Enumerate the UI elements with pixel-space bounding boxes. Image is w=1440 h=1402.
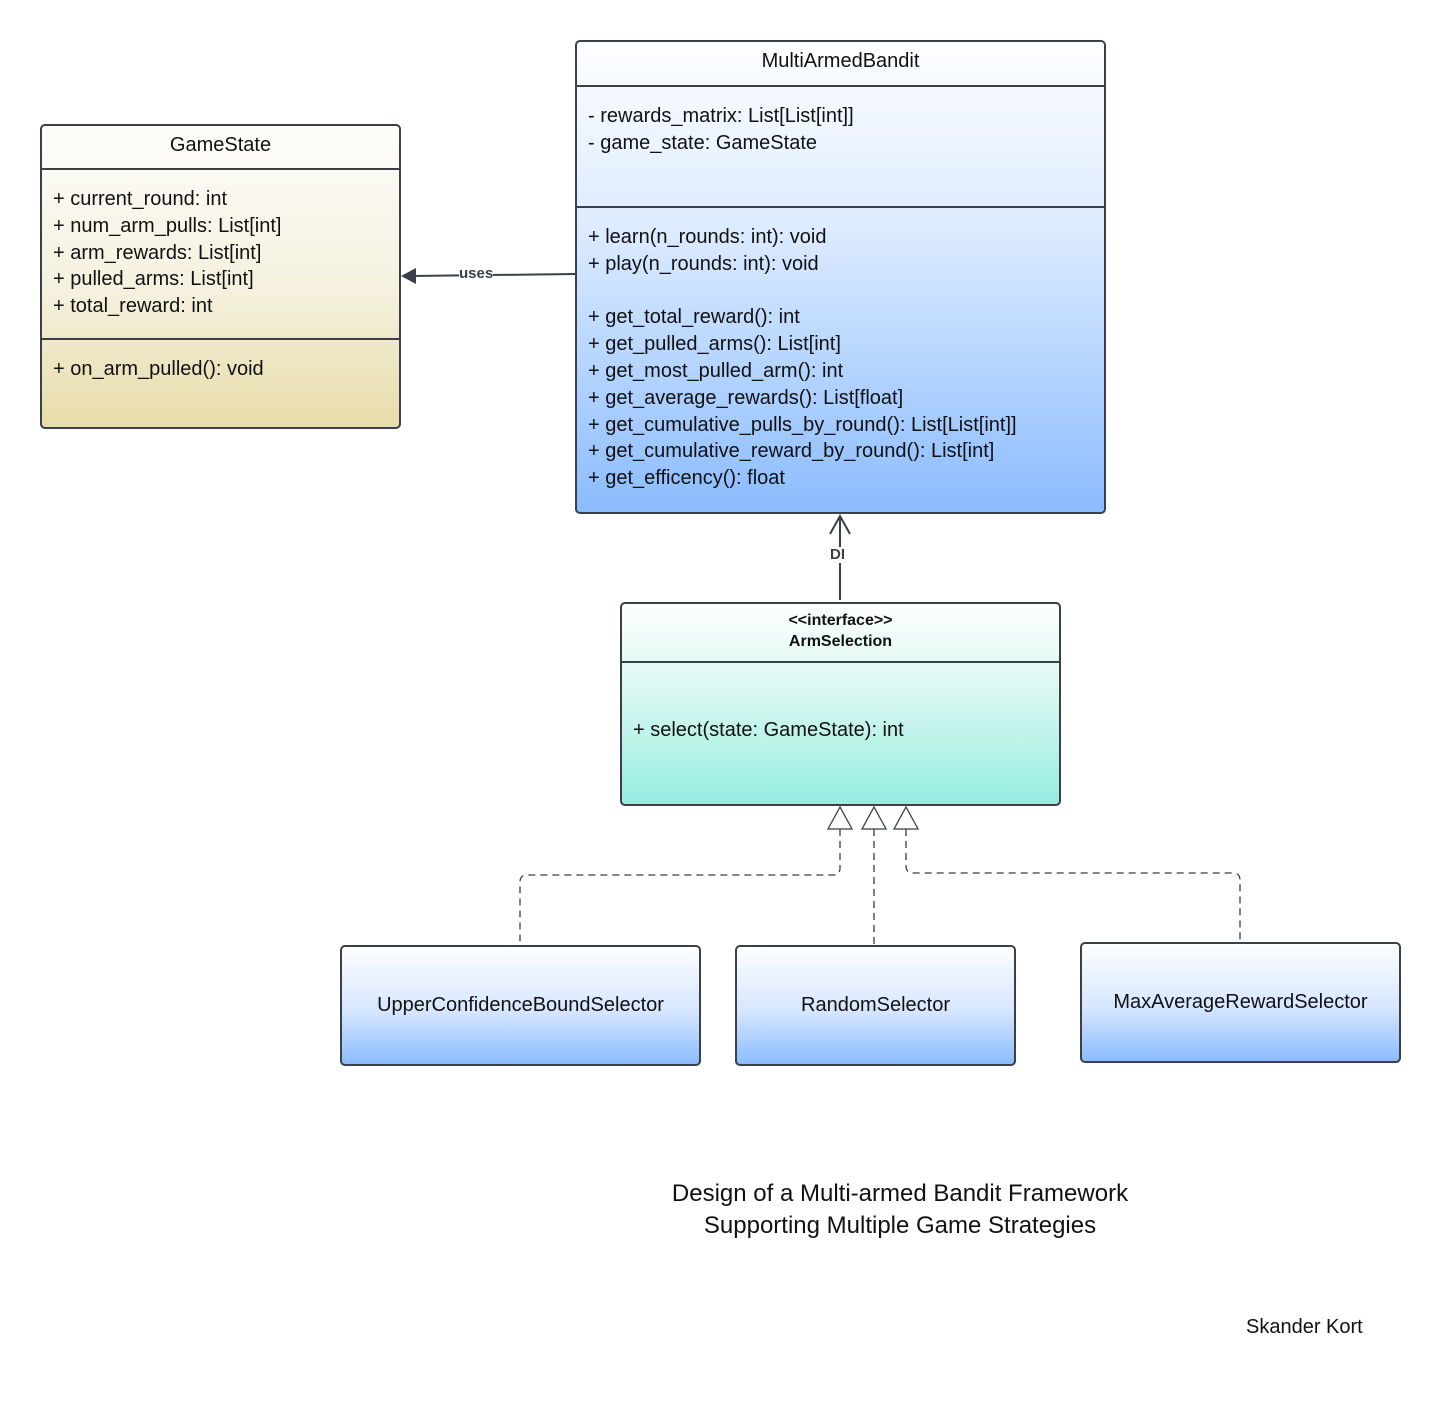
method: + get_cumulative_reward_by_round(): List…: [588, 440, 995, 463]
class-name: RandomSelector: [801, 994, 950, 1016]
method: + get_average_rewards(): List[float]: [588, 386, 904, 409]
methods-section: + select(state: GameState): int: [622, 661, 1059, 744]
class-name: GameState: [169, 134, 272, 156]
attribute: + pulled_arms: List[int]: [53, 268, 254, 291]
class-name: MaxAverageRewardSelector: [1113, 991, 1368, 1013]
class-maxaveragerewardselector[interactable]: MaxAverageRewardSelector: [1080, 942, 1401, 1063]
class-gamestate[interactable]: GameState + current_round: int + num_arm…: [40, 124, 401, 429]
method-spacer: [588, 278, 1104, 305]
di-open-arrowhead: [829, 513, 851, 535]
attribute: - game_state: GameState: [588, 131, 818, 154]
method: + select(state: GameState): int: [633, 719, 904, 741]
method: + get_pulled_arms(): List[int]: [588, 333, 841, 356]
diagram-caption: Design of a Multi-armed Bandit Framework…: [600, 1178, 1200, 1242]
class-name: ArmSelection: [788, 633, 893, 650]
class-name: UpperConfidenceBoundSelector: [377, 994, 664, 1016]
realization-triangle-icon: [826, 805, 854, 830]
method: + play(n_rounds: int): void: [588, 252, 819, 275]
method: + learn(n_rounds: int): void: [588, 226, 827, 248]
realization-triangle-icon: [860, 805, 888, 830]
stereotype: <<interface>>: [788, 612, 893, 629]
class-name: MultiArmedBandit: [761, 50, 920, 72]
caption-line: Design of a Multi-armed Bandit Framework: [671, 1180, 1129, 1207]
class-upperconfidenceboundselector[interactable]: UpperConfidenceBoundSelector: [340, 945, 701, 1066]
method: + on_arm_pulled(): void: [53, 358, 264, 380]
methods-section: + learn(n_rounds: int): void + play(n_ro…: [577, 206, 1104, 492]
maxavg-realization-line: [905, 829, 1241, 942]
attribute: + arm_rewards: List[int]: [53, 241, 262, 264]
attribute: + total_reward: int: [53, 295, 213, 318]
class-multiarmedbandit[interactable]: MultiArmedBandit - rewards_matrix: List[…: [575, 40, 1106, 514]
interface-armselection[interactable]: <<interface>> ArmSelection + select(stat…: [620, 602, 1061, 806]
attribute: - rewards_matrix: List[List[int]]: [588, 105, 854, 127]
interface-header: <<interface>> ArmSelection: [622, 610, 1059, 652]
uses-label: uses: [459, 265, 494, 282]
attribute: + current_round: int: [53, 188, 227, 210]
method: + get_total_reward(): int: [588, 306, 800, 329]
method: + get_efficency(): float: [588, 467, 785, 490]
method: + get_cumulative_pulls_by_round(): List[…: [588, 413, 1017, 436]
author-name: Skander Kort: [1246, 1316, 1363, 1338]
caption-line: Supporting Multiple Game Strategies: [703, 1212, 1097, 1239]
uses-association-line: [411, 273, 576, 277]
ucb-realization-line: [519, 829, 841, 945]
realization-triangle-icon: [892, 805, 920, 830]
attributes-section: + current_round: int + num_arm_pulls: Li…: [42, 168, 399, 320]
attributes-section: - rewards_matrix: List[List[int]] - game…: [577, 85, 1104, 157]
methods-section: + on_arm_pulled(): void: [42, 338, 399, 383]
attribute: + num_arm_pulls: List[int]: [53, 214, 282, 237]
method: + get_most_pulled_arm(): int: [588, 359, 844, 382]
di-label: DI: [830, 546, 845, 563]
uses-filled-arrowhead: [401, 268, 416, 284]
class-randomselector[interactable]: RandomSelector: [735, 945, 1016, 1066]
